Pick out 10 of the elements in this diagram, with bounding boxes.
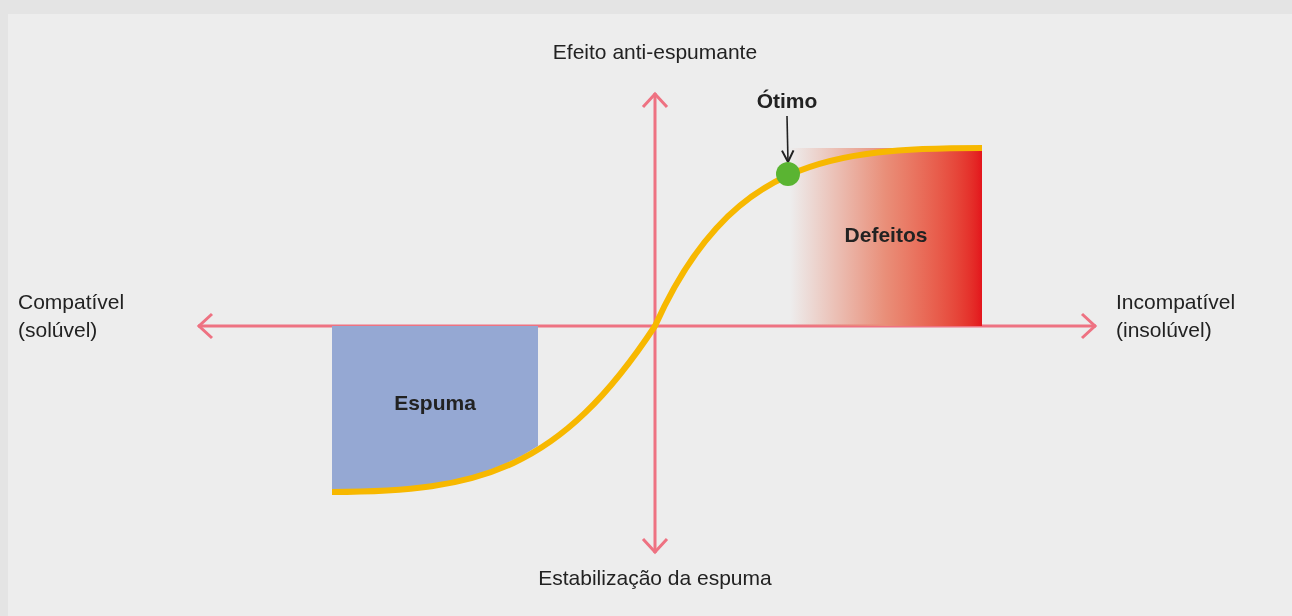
axis-label: Estabilização da espuma — [537, 565, 773, 591]
axis-label: Incompatível (insolúvel) — [1116, 289, 1237, 343]
axis-label: Efeito anti-espumante — [551, 39, 759, 65]
region-label: Espuma — [394, 390, 476, 417]
optimum-label: Ótimo — [745, 86, 829, 116]
arrow — [781, 115, 795, 163]
defects-region — [790, 148, 982, 326]
axis-label: Compatível (solúvel) — [18, 289, 126, 343]
region-label: Defeitos — [844, 222, 928, 249]
foam-region — [332, 326, 538, 492]
